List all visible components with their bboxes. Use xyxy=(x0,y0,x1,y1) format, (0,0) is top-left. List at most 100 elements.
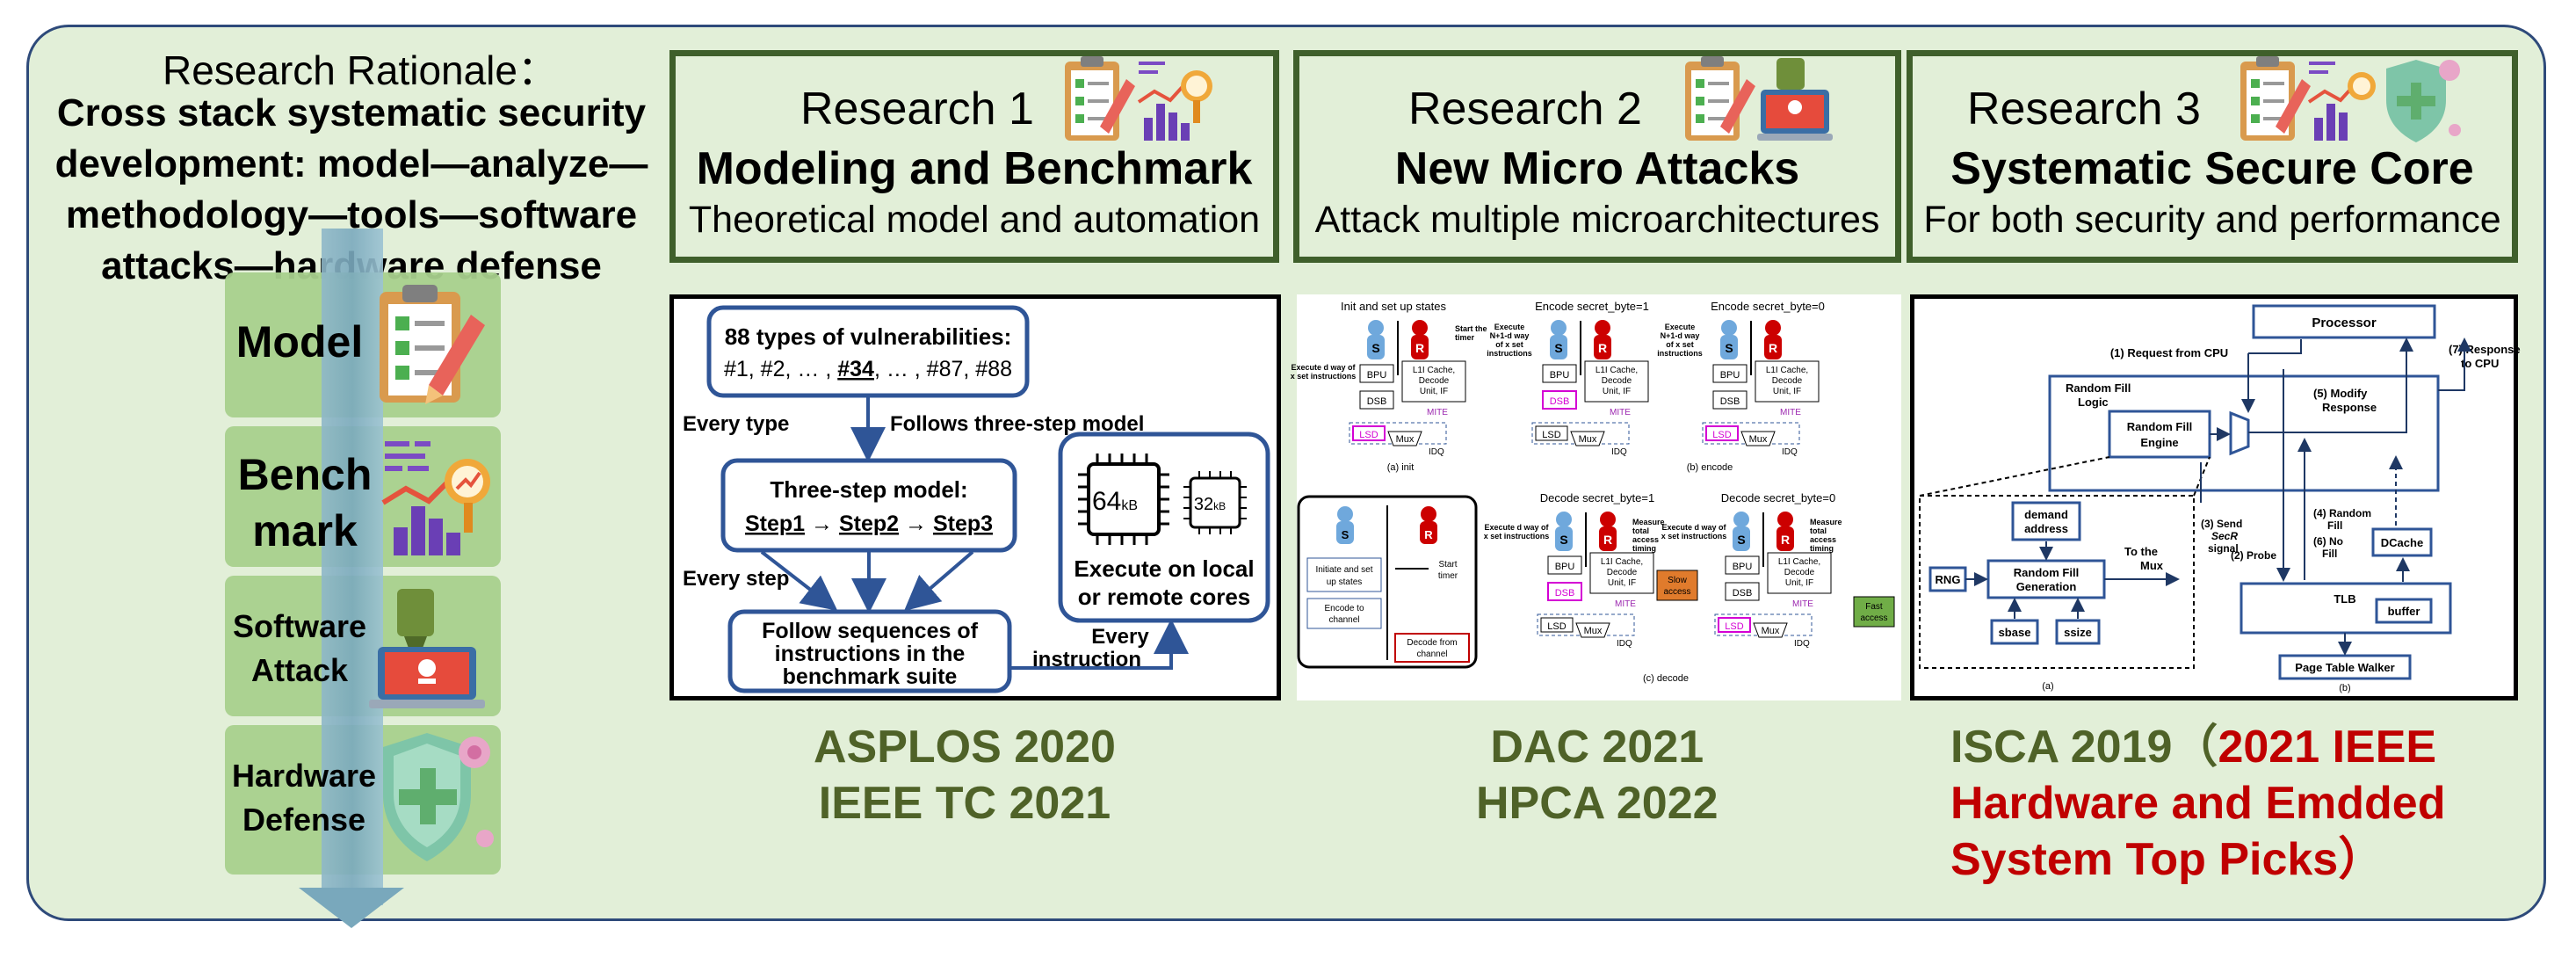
three-step-title: Three-step model: xyxy=(770,476,967,503)
svg-text:Fill: Fill xyxy=(2327,519,2342,532)
svg-text:S: S xyxy=(1559,533,1567,547)
svg-text:DSB: DSB xyxy=(1733,588,1753,599)
svg-text:Unit, IF: Unit, IF xyxy=(1603,387,1631,396)
svg-text:BPU: BPU xyxy=(1555,562,1575,572)
stack-label-hardware: Hardware xyxy=(231,758,377,794)
vuln-title: 88 types of vulnerabilities: xyxy=(725,323,1012,350)
diagram-2-panel: Init and set up states Encode secret_byt… xyxy=(1291,294,1901,700)
trend-chart-icon xyxy=(2307,62,2376,141)
svg-text:instructions: instructions xyxy=(1657,349,1703,358)
venue-line: HPCA 2022 xyxy=(1476,778,1719,829)
svg-text:BPU: BPU xyxy=(1720,370,1740,381)
stack-arrow-head xyxy=(299,888,404,928)
research-2-header: Research 2 New Micro Attacks Attack mult… xyxy=(1293,50,1901,263)
pipeline-encode-1: S R BPU L1I Cache, Decode Unit, IF DSB M… xyxy=(1487,320,1649,457)
svg-text:of x set: of x set xyxy=(1495,340,1523,349)
svg-text:to CPU: to CPU xyxy=(2461,357,2499,370)
svg-text:MITE: MITE xyxy=(1615,599,1636,609)
research-1-title: Modeling and Benchmark xyxy=(696,143,1253,194)
svg-text:(5) Modify: (5) Modify xyxy=(2313,387,2368,400)
every-step-label: Every step xyxy=(683,567,789,591)
svg-text:Random Fill: Random Fill xyxy=(2066,381,2131,395)
svg-text:(3) Send: (3) Send xyxy=(2201,518,2242,530)
svg-text:Measure: Measure xyxy=(1632,518,1665,526)
svg-text:To the: To the xyxy=(2124,545,2158,558)
svg-text:BPU: BPU xyxy=(1367,370,1387,381)
research-3-subtitle: For both security and performance xyxy=(1923,199,2501,241)
venue-award-line-1: 2021 IEEE xyxy=(2218,722,2437,773)
svg-text:(4) Random: (4) Random xyxy=(2313,507,2371,519)
virus-icon xyxy=(2439,60,2460,81)
svg-text:R: R xyxy=(1603,533,1612,547)
svg-text:Fast: Fast xyxy=(1865,602,1883,612)
svg-text:DSB: DSB xyxy=(1720,396,1740,407)
svg-text:Slow: Slow xyxy=(1668,576,1687,585)
svg-text:Fill: Fill xyxy=(2322,548,2337,560)
seq-line-2: instructions in the xyxy=(775,642,966,666)
svg-text:TLB: TLB xyxy=(2334,592,2355,606)
svg-text:Encode to: Encode to xyxy=(1324,604,1364,613)
venue-line: DAC 2021 xyxy=(1490,722,1704,773)
svg-text:Unit, IF: Unit, IF xyxy=(1608,578,1636,588)
svg-text:access: access xyxy=(1663,587,1690,597)
svg-text:LSD: LSD xyxy=(1359,430,1378,440)
every-instr-2: instruction xyxy=(1032,648,1141,671)
clipboard-checklist-icon xyxy=(1065,56,1135,141)
bomb-laptop-icon xyxy=(369,589,485,708)
svg-text:S: S xyxy=(1737,533,1745,547)
vulnerabilities-box xyxy=(706,305,1030,398)
stack-label-model: Model xyxy=(235,317,364,367)
svg-text:Response: Response xyxy=(2322,401,2377,414)
svg-text:Unit, IF: Unit, IF xyxy=(1785,578,1813,588)
three-step-box xyxy=(720,458,1017,553)
seq-line-3: benchmark suite xyxy=(783,664,958,689)
svg-text:DSB: DSB xyxy=(1555,588,1575,599)
diagram-3-panel: Processor (1) Request from CPU (7) Respo… xyxy=(1910,294,2521,700)
svg-text:demand: demand xyxy=(2024,508,2068,521)
svg-text:x set instructions: x set instructions xyxy=(1661,532,1727,541)
vuln-list: #1, #2, … , #34, … , #87, #88 xyxy=(724,357,1012,381)
svg-text:up states: up states xyxy=(1327,577,1363,587)
rationale-heading: Research Rationale： xyxy=(162,47,558,93)
svg-text:(6) No: (6) No xyxy=(2313,535,2343,548)
svg-text:L1I Cache,: L1I Cache, xyxy=(1596,366,1638,375)
research-1-subtitle: Theoretical model and automation xyxy=(688,199,1261,241)
request-label: (1) Request from CPU xyxy=(2110,346,2228,359)
svg-text:DSB: DSB xyxy=(1550,396,1570,407)
svg-text:Random Fill: Random Fill xyxy=(2127,420,2192,433)
svg-text:Decode: Decode xyxy=(1772,376,1803,386)
svg-text:(a) init: (a) init xyxy=(1387,462,1415,473)
buffer-box xyxy=(2375,598,2433,624)
seq-line-1: Follow sequences of xyxy=(762,619,979,643)
svg-text:RNG: RNG xyxy=(1936,573,1961,586)
trend-chart-icon xyxy=(1137,62,1212,141)
svg-text:Mux: Mux xyxy=(2140,559,2164,572)
svg-text:(2) Probe: (2) Probe xyxy=(2231,549,2276,562)
decode0-title: Decode secret_byte=0 xyxy=(1721,491,1835,504)
svg-text:Decode: Decode xyxy=(1607,568,1638,577)
rationale-line: development: model—analyze— xyxy=(54,142,648,185)
svg-text:IDQ: IDQ xyxy=(1794,639,1810,649)
svg-text:(c) decode: (c) decode xyxy=(1643,673,1689,684)
stack-label-defense: Defense xyxy=(242,802,366,838)
svg-text:Mux: Mux xyxy=(1396,434,1415,445)
svg-text:Processor: Processor xyxy=(2312,316,2377,330)
svg-text:L1I Cache,: L1I Cache, xyxy=(1766,366,1808,375)
svg-text:Start: Start xyxy=(1438,560,1457,570)
zoom-box xyxy=(1919,495,2195,669)
every-instr-1: Every xyxy=(1091,625,1149,649)
encode1-title: Encode secret_byte=1 xyxy=(1535,300,1649,313)
svg-text:Page Table Walker: Page Table Walker xyxy=(2295,661,2394,674)
svg-text:channel: channel xyxy=(1416,650,1447,659)
svg-text:MITE: MITE xyxy=(1780,408,1801,417)
stack-arrow-shaft xyxy=(322,229,383,905)
svg-text:R: R xyxy=(1781,533,1790,547)
svg-text:Execute d way of: Execute d way of xyxy=(1291,363,1356,372)
research-2-icons xyxy=(1685,56,1833,141)
svg-text:MITE: MITE xyxy=(1427,408,1448,417)
demand-address-box xyxy=(2011,501,2081,541)
research-2-subtitle: Attack multiple microarchitectures xyxy=(1314,199,1880,241)
venue-research-3: ISCA 2019（2021 IEEE Hardware and Emdded … xyxy=(1950,719,2445,888)
svg-text:timer: timer xyxy=(1438,571,1458,581)
svg-text:Measure: Measure xyxy=(1810,518,1842,526)
